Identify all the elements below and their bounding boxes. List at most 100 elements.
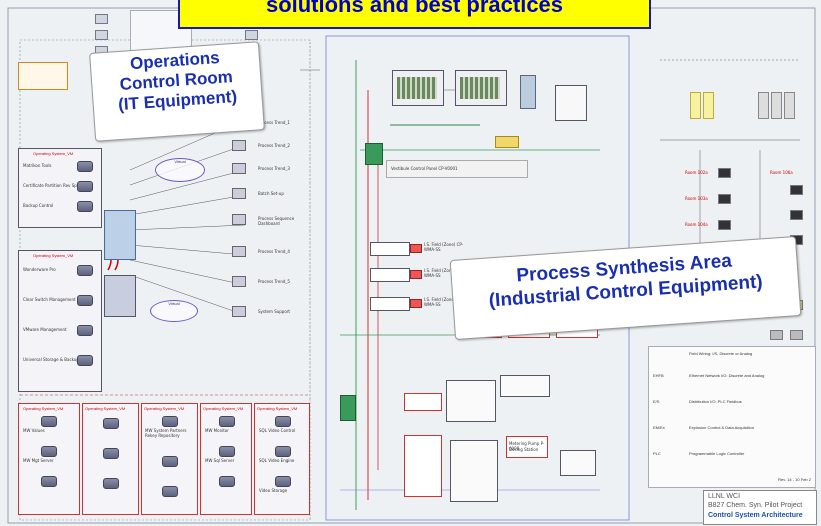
device-panel [446,380,496,422]
virtual-cloud: Virtual [155,158,205,182]
fiber-switch [555,85,587,121]
vm-server-icon [275,416,291,427]
vm-server-icon [162,486,178,497]
process-node-label: Process Trend_2 [258,143,290,148]
field-io-box [370,268,410,282]
panel-icon [770,330,783,340]
title-line-2: B827 Chem. Syn. Pilot Project [708,502,803,509]
vm-server-icon [41,446,57,457]
device-icon [718,168,731,178]
vm-server-icon [77,201,93,212]
plc-modules [397,77,437,99]
vm-server-icon [77,161,93,172]
grey-switch [771,92,782,119]
legend-code: EM/Ex [653,425,665,430]
vm-server-icon [41,476,57,487]
monitor-icon [232,246,246,257]
vm-label: Video Storage [259,488,288,493]
room-label: Room 106a [770,170,793,175]
vm-os-label: Operating System_VM [203,406,244,411]
room-label: Room 102a [685,170,708,175]
title-line-3: Control System Architecture [708,512,803,519]
vm-server-icon [162,416,178,427]
vm-os-label: Operating System_VM [85,406,126,411]
pump-label: Metering Pump P-0008 [509,441,545,451]
cluster-item: Certificate Partition Rev Sp [23,183,77,188]
plc-rack [392,70,444,106]
vm-os-label: Operating System_VM [144,406,185,411]
server-rack [104,275,136,317]
relay-icon [410,244,422,253]
cluster-title: Operating System_VM [33,253,74,258]
vm-label: SQL Video Control [259,428,296,433]
vm-box: Operating System_VM SQL Video Control SQ… [254,403,310,515]
ethernet-switch [520,75,536,109]
vm-label: MW Monitor [205,428,229,433]
process-node-label: Process Sequence Dashboard [258,216,295,226]
plc-label: I.S. Field (Zone) CP-WMA-SS [424,268,464,278]
cluster-item: Backup Control [23,203,54,208]
vestibule-panel: Vestibule Control Panel CP-V0001 [386,160,528,178]
title-block: LLNL WCI B827 Chem. Syn. Pilot Project C… [703,490,817,525]
vm-label: SQL Video Engine [259,458,295,463]
remote-io-node [340,395,356,421]
vm-server-icon [219,476,235,487]
tcv-list [404,435,442,497]
orange-note-box [18,62,68,90]
vestibule-label: Vestibule Control Panel CP-V0001 [391,166,458,171]
vm-server-icon [103,448,119,459]
vm-server-icon [219,446,235,457]
field-io-box [370,297,410,311]
grey-switch [784,92,795,119]
revision-note: Rev. 14 - 10 Feb 2 [778,477,811,482]
legend-box: Field Wiring: I/S, Discrete or Analog EH… [648,346,816,488]
cluster-item: Wonderware Pro [23,267,56,272]
vm-server-icon [77,295,93,306]
vm-label: MW Mgt Server [23,458,54,463]
device-icon [718,220,731,230]
server-icon [245,30,258,40]
legend-text: Field Wiring: I/S, Discrete or Analog [689,351,753,356]
vm-server-icon [77,265,93,276]
server-icon [95,14,108,24]
vrb-list [450,440,498,502]
plc-label: I.S. Field (Zone) CP-WMA-SS [424,242,464,252]
process-node-label: Process Trend_1 [258,120,290,125]
yellow-switch [690,92,701,119]
remote-io-node [365,143,383,165]
monitor-icon [232,163,246,174]
process-node-label: System Support [258,309,290,314]
field-io-box [370,242,410,256]
device-icon [790,185,803,195]
legend-text: Ethernet Network I/O: Discrete and Analo… [689,373,765,378]
monitor-icon [232,214,246,225]
cluster-item: Clear Switch Management [23,297,76,302]
vm-server-icon [77,181,93,192]
banner-text: solutions and best practices [265,0,564,17]
vm-server-icon [77,325,93,336]
process-node-label: Batch Set-up [258,191,284,196]
vm-server-icon [162,456,178,467]
device-icon [718,194,731,204]
camera-panel [500,375,550,397]
relay-icon [410,270,422,279]
vm-os-label: Operating System_VM [257,406,298,411]
legend-text: Distribution I/O: PLC Fieldbus [689,399,742,404]
monitor-icon [232,188,246,199]
cluster-title: Operating System_VM [33,151,74,156]
vm-box: Operating System_VM MW Monitor MW Sql Se… [200,403,252,515]
panel-icon [790,330,803,340]
yellow-switch [703,92,714,119]
left-cluster-1: Operating System_VM Matrikon Tools Certi… [18,148,102,228]
vm-server-icon [275,446,291,457]
metering-pump: Metering Pump P-0008 Dosing Station [506,436,548,458]
monitor-icon [232,140,246,151]
plc-modules [460,77,500,99]
vm-server-icon [103,418,119,429]
process-node-label: Process Trend_5 [258,279,290,284]
legend-code: PLC [653,451,661,456]
cluster-item: VMware Management [23,327,67,332]
process-node-label: Process Trend_4 [258,249,290,254]
title-line-1: LLNL WCI [708,493,741,500]
